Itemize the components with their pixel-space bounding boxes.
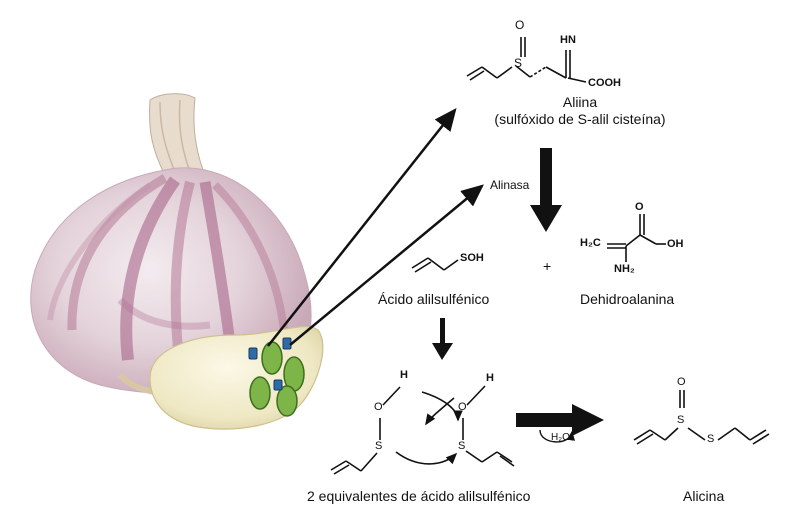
plus-sign: + (543, 258, 552, 274)
allyl-sulfenic-acid-structure (411, 257, 459, 273)
dimer-structure (330, 385, 515, 475)
organelles (248, 337, 305, 417)
aliina-label: Aliina (562, 94, 598, 110)
alicina-oxygen-atom: O (677, 376, 686, 388)
water-label: H₂O (551, 432, 570, 443)
blue-organelle-3 (273, 379, 283, 391)
dehidro-oh-group: OH (667, 238, 684, 250)
alinasa-label: Alinasa (490, 178, 530, 192)
alicina-sulfur-atom-2: S (707, 433, 715, 445)
alicina-label: Alicina (683, 488, 725, 504)
dehidro-h2c-group: H₂C (580, 237, 601, 249)
arrow-icon (289, 184, 484, 346)
aliina-sulfur-atom: S (514, 56, 523, 70)
equiv-label: 2 equivalentes de ácido alilsulfénico (307, 488, 531, 504)
alicina-sulfur-atom-1: S (677, 414, 685, 426)
green-vacuole-4 (276, 385, 298, 417)
acido-label: Ácido alilsulfénico (378, 291, 490, 307)
aliina-subtitle: (sulfóxido de S-alil cisteína) (494, 111, 666, 127)
dehidro-label: Dehidroalanina (580, 291, 675, 307)
soh-group: SOH (460, 252, 484, 264)
aliina-oxygen-atom: O (515, 18, 525, 32)
reaction-arrow-right (516, 404, 604, 443)
dehidro-nh2-group: NH₂ (614, 263, 635, 275)
reaction-arrow-down (530, 148, 562, 232)
aliina-structure (466, 37, 587, 83)
dimer-o-atom-right: O (458, 401, 467, 413)
aliina-cooh-group: COOH (588, 77, 621, 89)
dimer-s-atom-right: S (458, 440, 466, 452)
allicin-structure (633, 390, 770, 445)
reaction-arrow-down-2 (432, 318, 453, 360)
dimer-s-atom-left: S (375, 440, 383, 452)
arrow-icon (267, 108, 457, 347)
green-vacuole-1 (261, 341, 283, 375)
dimer-h-atom-right: H (486, 372, 494, 384)
dimer-h-atom-left: H (400, 369, 408, 381)
dimer-o-atom-left: O (374, 401, 383, 413)
dehidro-oxygen-atom: O (635, 201, 644, 213)
dehydroalanine-structure (607, 214, 666, 262)
green-vacuole-3 (249, 376, 271, 410)
aliina-hn-group: HN (560, 34, 576, 46)
blue-organelle-2 (282, 337, 292, 350)
blue-organelle-1 (248, 347, 258, 360)
